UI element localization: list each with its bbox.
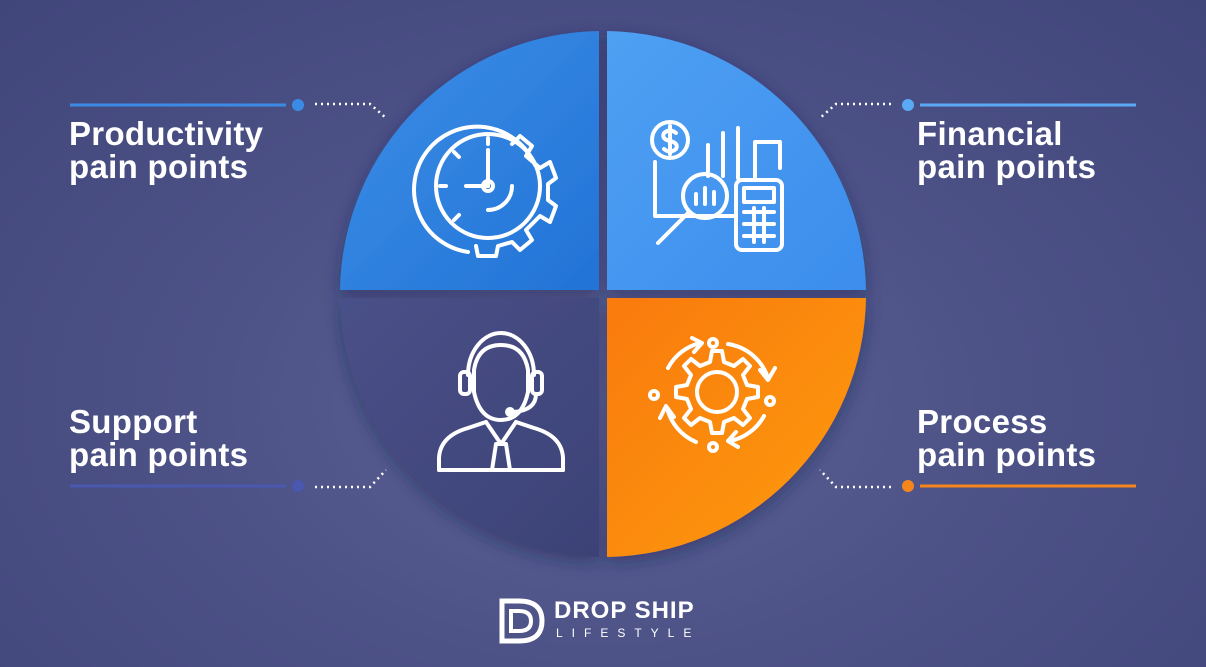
support-agent-headset-icon: [437, 331, 565, 472]
support-connector: [70, 469, 387, 492]
process-quadrant: [607, 298, 866, 557]
process-connector: [819, 469, 1136, 492]
process-label: Process pain points: [917, 405, 1096, 471]
financial-label-line1: Financial: [917, 115, 1063, 152]
logo-text-bottom: LIFESTYLE: [556, 626, 701, 640]
productivity-label: Productivity pain points: [69, 117, 263, 183]
support-label-line2: pain points: [69, 436, 249, 473]
financial-label-line2: pain points: [917, 148, 1097, 185]
productivity-connector: [70, 99, 387, 119]
productivity-label-line1: Productivity: [69, 115, 264, 152]
support-label: Support pain points: [69, 405, 248, 471]
clock-gear-icon: [412, 124, 558, 258]
gear-cycle-icon: [648, 336, 777, 453]
finance-calculator-icon: [650, 120, 784, 252]
financial-connector: [819, 99, 1136, 119]
drop-ship-lifestyle-logo: DROP SHIP LIFESTYLE: [499, 598, 714, 644]
drop-ship-lifestyle-logo-icon: [499, 598, 545, 644]
logo-text-top: DROP SHIP: [554, 597, 695, 624]
productivity-quadrant: [340, 31, 599, 290]
support-label-line1: Support: [69, 403, 198, 440]
process-label-line1: Process: [917, 403, 1048, 440]
financial-label: Financial pain points: [917, 117, 1096, 183]
productivity-label-line2: pain points: [69, 148, 249, 185]
process-label-line2: pain points: [917, 436, 1097, 473]
